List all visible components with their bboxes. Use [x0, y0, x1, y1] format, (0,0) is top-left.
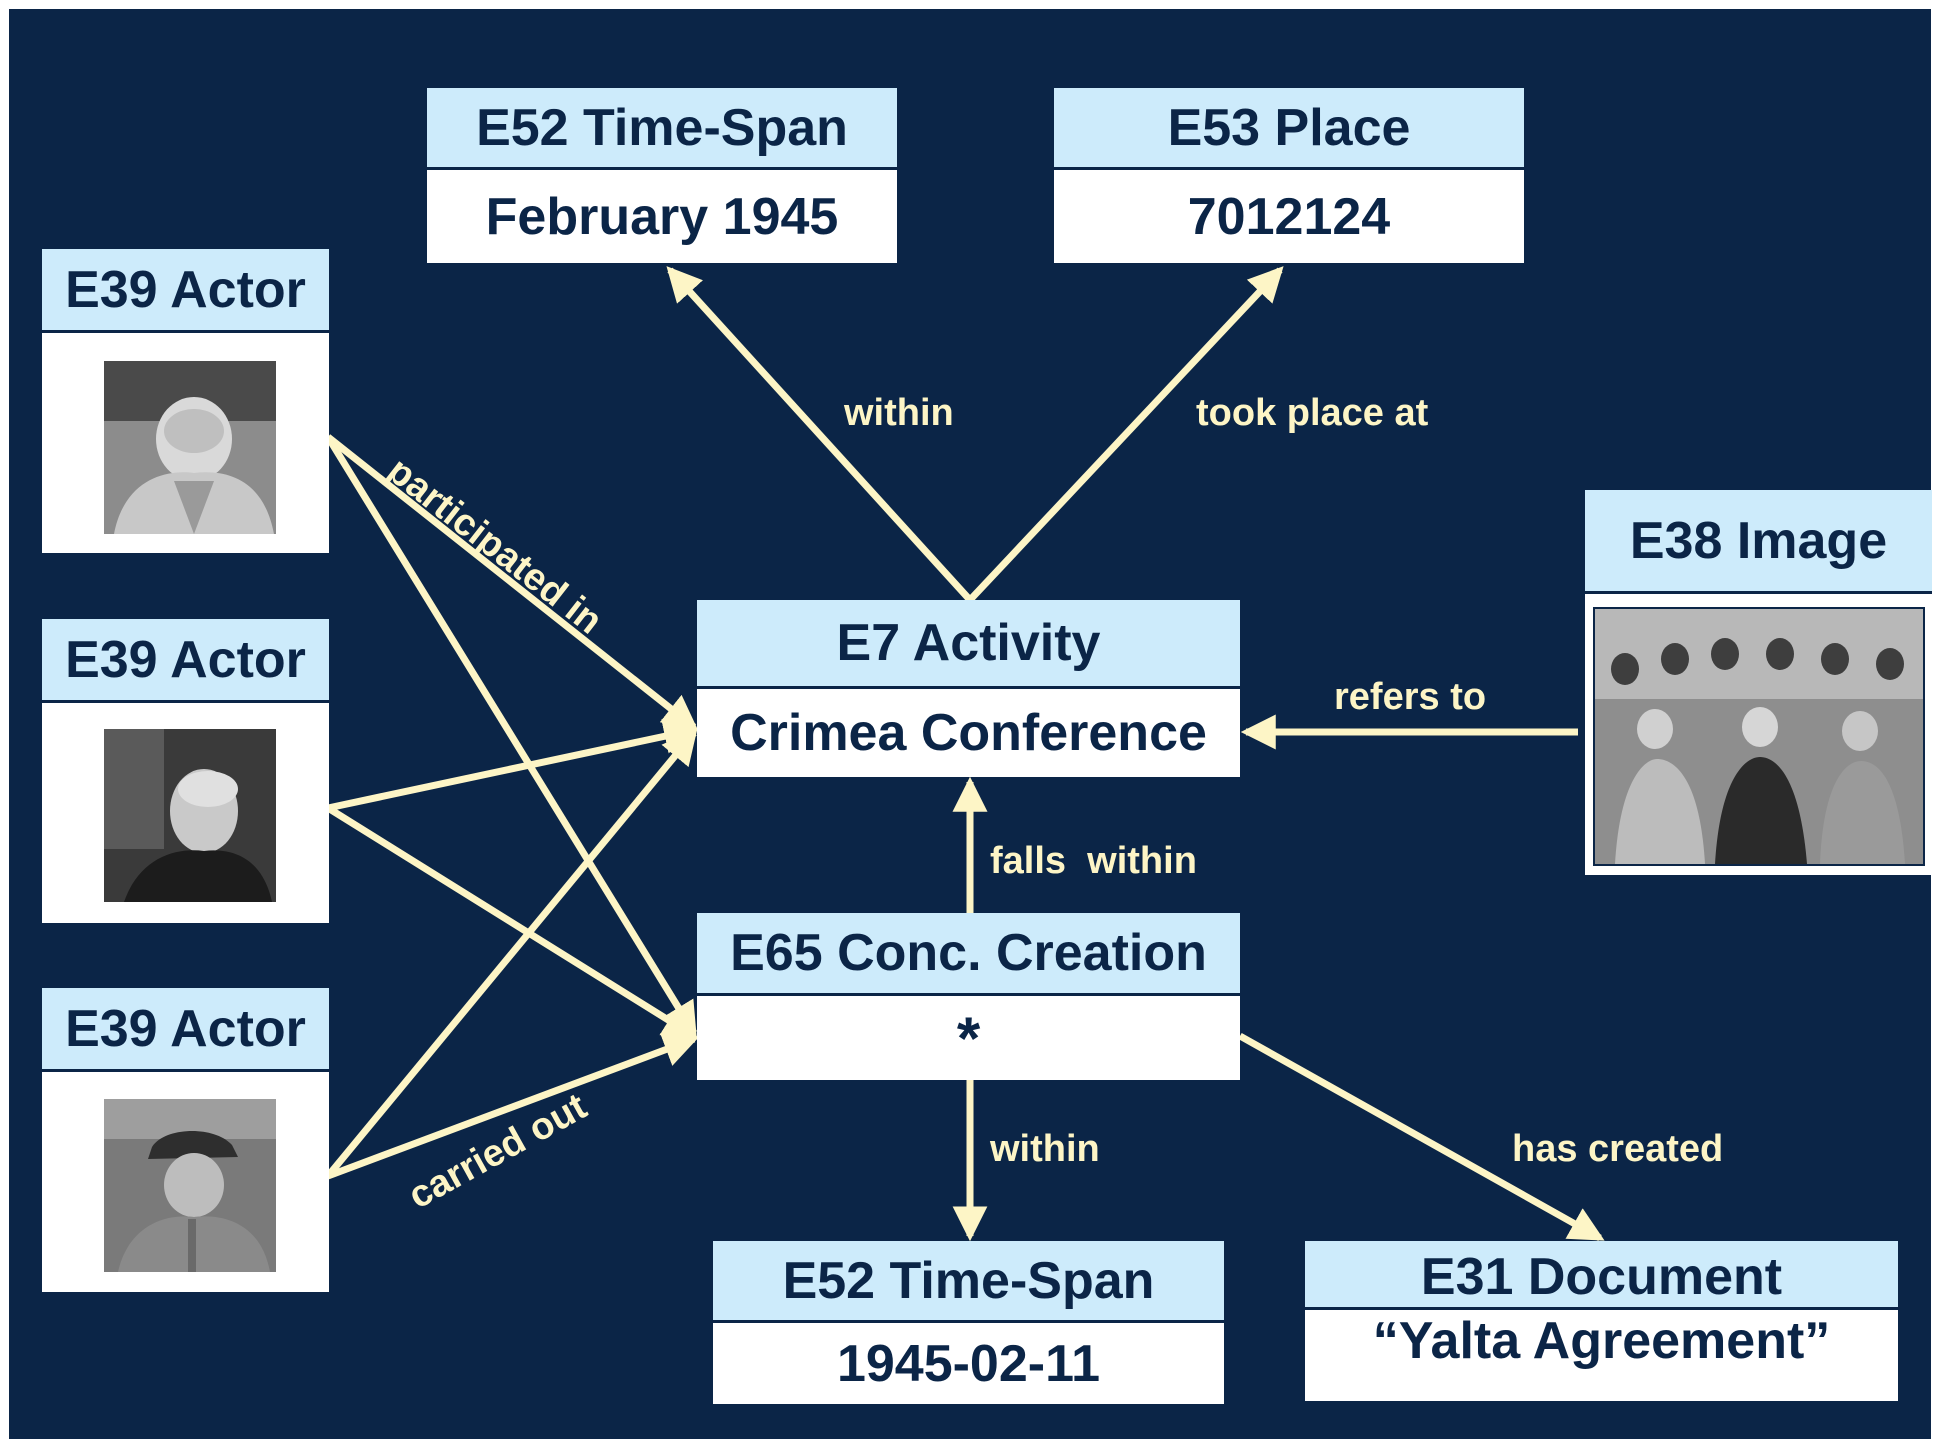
- node-actor-3: E39 Actor: [42, 988, 329, 1292]
- portrait-silhouette-icon: [104, 361, 276, 534]
- photo-frame: [1593, 607, 1925, 866]
- actor-portrait-image: [104, 361, 276, 534]
- arrow-actor2-to-activity: [327, 719, 700, 812]
- portrait-silhouette-icon: [104, 729, 276, 902]
- arrow-activity-to-place: [967, 266, 1284, 603]
- relation-label-falls-within: falls within: [990, 840, 1197, 882]
- node-actor-1: E39 Actor: [42, 249, 329, 553]
- node-conc-creation: E65 Conc. Creation *: [697, 913, 1240, 1080]
- node-activity: E7 Activity Crimea Conference: [697, 600, 1240, 777]
- relation-label-within-top: within: [844, 392, 954, 434]
- relation-label-has-created: has created: [1512, 1128, 1724, 1170]
- node-value: February 1945: [485, 187, 839, 246]
- node-timespan-top: E52 Time-Span February 1945: [427, 88, 897, 263]
- node-class-label: E38 Image: [1585, 490, 1932, 594]
- node-class-label: E52 Time-Span: [713, 1241, 1224, 1323]
- arrow-creation-to-document: [1238, 1032, 1605, 1242]
- node-class-label: E7 Activity: [697, 600, 1240, 689]
- actor-portrait-image: [104, 729, 276, 902]
- node-place: E53 Place 7012124: [1054, 88, 1524, 263]
- node-value: *: [956, 1004, 981, 1072]
- conference-photo-image: [1595, 609, 1923, 864]
- node-actor-2: E39 Actor: [42, 619, 329, 923]
- node-timespan-bottom: E52 Time-Span 1945-02-11: [713, 1241, 1224, 1404]
- node-class-label: E39 Actor: [42, 619, 329, 703]
- arrow-actor3-to-creation: [326, 1033, 699, 1180]
- arrow-actor3-to-activity: [325, 728, 698, 1179]
- node-document: E31 Document “Yalta Agreement”: [1305, 1241, 1898, 1401]
- node-value: Crimea Conference: [730, 703, 1207, 762]
- actor-portrait-image: [104, 1099, 276, 1272]
- node-class-label: E53 Place: [1054, 88, 1524, 170]
- node-class-label: E39 Actor: [42, 249, 329, 333]
- node-value: 7012124: [1187, 187, 1391, 246]
- arrow-activity-to-timespan: [666, 266, 973, 603]
- node-class-label: E65 Conc. Creation: [697, 913, 1240, 996]
- node-class-label: E31 Document: [1305, 1241, 1898, 1310]
- arrow-actor1-to-creation: [325, 435, 697, 1038]
- arrow-actor1-to-activity: [325, 434, 699, 731]
- relation-label-refers-to: refers to: [1334, 676, 1487, 718]
- node-value: “Yalta Agreement”: [1372, 1312, 1831, 1370]
- node-class-label: E39 Actor: [42, 988, 329, 1072]
- relation-label-within-bottom: within: [990, 1128, 1100, 1170]
- node-class-label: E52 Time-Span: [427, 88, 897, 170]
- node-image: E38 Image: [1585, 490, 1932, 875]
- relation-label-took-place-at: took place at: [1196, 392, 1429, 434]
- node-value: 1945-02-11: [836, 1334, 1101, 1393]
- arrow-actor2-to-creation: [326, 805, 699, 1039]
- portrait-silhouette-icon: [104, 1099, 276, 1272]
